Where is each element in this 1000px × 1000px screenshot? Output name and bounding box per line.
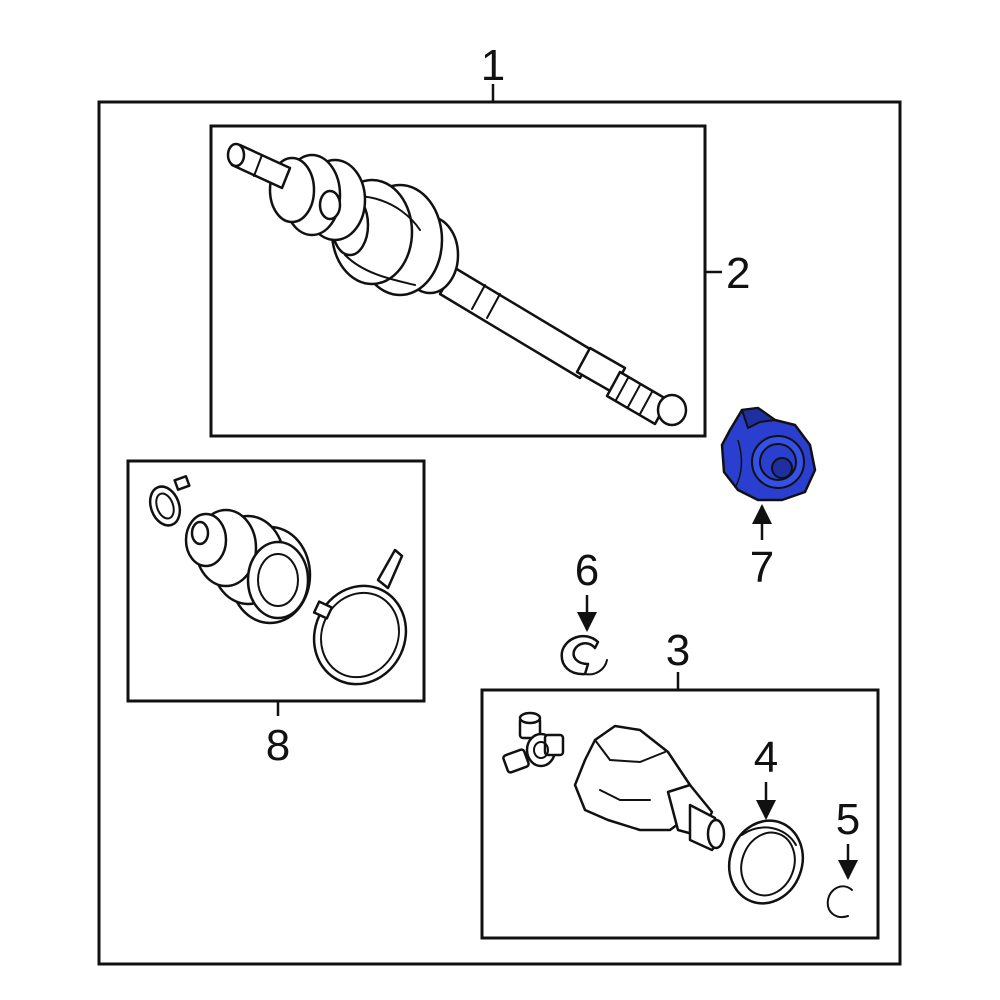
callout-2-label[interactable]: 2 bbox=[726, 249, 750, 298]
drive-axle-shaft-icon[interactable] bbox=[226, 142, 688, 427]
snap-ring-icon[interactable] bbox=[826, 885, 853, 918]
callout-1-label[interactable]: 1 bbox=[481, 41, 505, 90]
tripod-joint-icon[interactable] bbox=[502, 711, 565, 774]
seal-ring-icon[interactable] bbox=[718, 810, 814, 914]
callout-7-label[interactable]: 7 bbox=[750, 543, 774, 592]
dynamic-damper-icon[interactable] bbox=[720, 406, 817, 502]
inner-joint-frame bbox=[480, 688, 880, 940]
callout-6-label[interactable]: 6 bbox=[575, 546, 599, 595]
inner-joint-housing-icon[interactable] bbox=[573, 724, 726, 852]
assembly-frame bbox=[97, 100, 902, 966]
boot-kit-frame bbox=[126, 459, 426, 703]
boot-kit-icon[interactable] bbox=[145, 474, 422, 699]
callout-4-label[interactable]: 4 bbox=[754, 733, 778, 782]
callout-3-label[interactable]: 3 bbox=[666, 626, 690, 675]
callout-5-label[interactable]: 5 bbox=[836, 795, 860, 844]
snap-ring-icon[interactable] bbox=[560, 634, 608, 676]
axle-shaft-frame bbox=[209, 124, 707, 438]
callout-8-label[interactable]: 8 bbox=[266, 721, 290, 770]
